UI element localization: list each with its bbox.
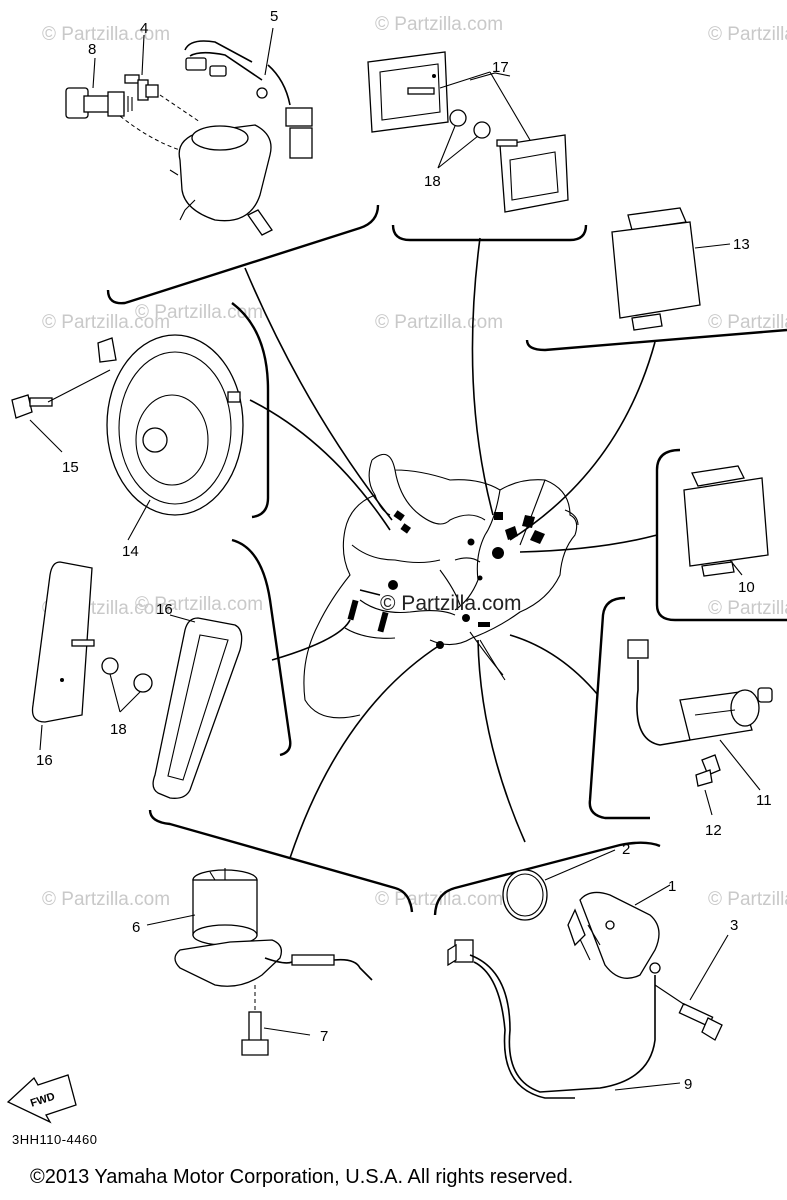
callout-5: 5 <box>270 8 278 25</box>
callout-18-top: 18 <box>424 173 441 190</box>
watermark: © Partzilla.com <box>708 889 787 910</box>
part-18-nuts-left <box>101 657 153 713</box>
frame-outline <box>303 453 579 719</box>
ignition-housing <box>169 124 273 236</box>
part-11-switch <box>627 639 773 791</box>
callout-7: 7 <box>320 1028 328 1045</box>
callout-3: 3 <box>730 917 738 934</box>
callout-8: 8 <box>88 41 96 58</box>
watermark: © Partzilla.com <box>375 312 503 333</box>
part-6-motor <box>146 868 373 987</box>
callouts: 1 2 3 4 5 6 7 8 9 10 11 12 13 14 15 16 1… <box>36 8 772 1093</box>
part-3-bolt <box>654 934 729 1041</box>
part-15-bolt <box>11 369 111 453</box>
group-brackets <box>106 204 787 916</box>
part-10-relay <box>683 465 769 577</box>
fwd-arrow-icon: FWD <box>6 1074 77 1124</box>
callout-1: 1 <box>668 878 676 895</box>
mounting-points <box>347 510 545 649</box>
part-16-right-reflector <box>152 614 243 799</box>
watermark: © Partzilla.com <box>42 312 170 333</box>
part-17-reflector <box>367 51 569 213</box>
leader-lines <box>244 237 658 859</box>
part-12-screw <box>695 754 721 816</box>
center-watermark: © Partzilla.com <box>380 592 522 615</box>
part-8-sensor <box>65 57 181 151</box>
callout-13: 13 <box>733 236 750 253</box>
part-7-bolt <box>241 985 311 1056</box>
callout-12: 12 <box>705 822 722 839</box>
callout-16-left: 16 <box>36 752 53 769</box>
watermark: © Partzilla.com <box>375 14 503 35</box>
part-5-wiring <box>184 27 313 159</box>
watermark: © Partzilla.com <box>135 594 263 615</box>
callout-2: 2 <box>622 841 630 858</box>
watermark: © Partzilla.com <box>708 24 787 45</box>
part-2-oring <box>502 849 616 921</box>
callout-4: 4 <box>140 20 148 37</box>
callout-9: 9 <box>684 1076 692 1093</box>
callout-15: 15 <box>62 459 79 476</box>
part-13-relay <box>611 207 731 331</box>
watermark: © Partzilla.com <box>42 24 170 45</box>
watermark: © Partzilla.com <box>708 312 787 333</box>
part-4-plug <box>124 34 201 123</box>
part-16-left-reflector <box>31 561 95 751</box>
watermark: © Partzilla.com <box>42 889 170 910</box>
callout-18-left: 18 <box>110 721 127 738</box>
callout-14: 14 <box>122 543 139 560</box>
callout-17: 17 <box>492 59 509 76</box>
part-1-sensor <box>567 884 671 979</box>
callout-16-right: 16 <box>156 601 173 618</box>
watermark: © Partzilla.com <box>135 302 263 323</box>
callout-11: 11 <box>756 792 772 809</box>
copyright-notice: ©2013 Yamaha Motor Corporation, U.S.A. A… <box>30 1166 574 1188</box>
part-14-horn <box>97 334 244 541</box>
callout-10: 10 <box>738 579 755 596</box>
callout-6: 6 <box>132 919 140 936</box>
watermark: © Partzilla.com <box>708 598 787 619</box>
part-9-harness <box>447 939 681 1099</box>
drawing-code: 3HH110-4460 <box>12 1132 98 1147</box>
part-18-nuts-top <box>437 109 491 169</box>
